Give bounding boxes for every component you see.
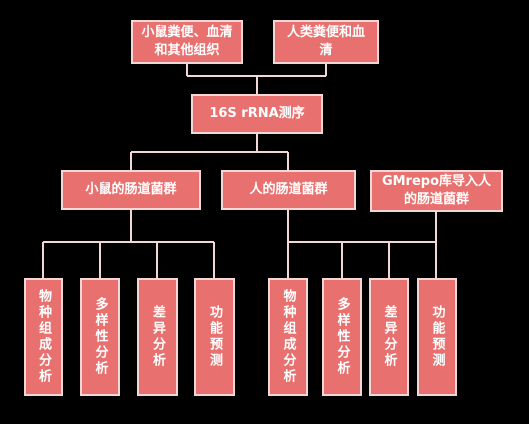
mouse-analysis-label: 差异分析 bbox=[150, 305, 165, 369]
mouse-analysis-function-node: 功能预测 bbox=[194, 278, 235, 396]
mouse-samples-label: 小鼠粪便、血清和其他组织 bbox=[141, 25, 233, 58]
human-analysis-function-node: 功能预测 bbox=[417, 278, 457, 396]
human-analysis-label: 功能预测 bbox=[429, 305, 445, 369]
mouse-analysis-label: 物种组成分析 bbox=[36, 289, 51, 385]
human-microbiota-node: 人的肠道菌群 bbox=[221, 170, 356, 210]
human-analysis-difference-node: 差异分析 bbox=[369, 278, 409, 396]
gmrepo-microbiota-label: GMrepo库导入人的肠道菌群 bbox=[381, 174, 492, 207]
mouse-analysis-difference-node: 差异分析 bbox=[137, 278, 178, 396]
mouse-analysis-label: 多样性分析 bbox=[92, 297, 108, 377]
mouse-samples-node: 小鼠粪便、血清和其他组织 bbox=[131, 20, 243, 64]
mouse-analysis-diversity-node: 多样性分析 bbox=[80, 278, 120, 396]
human-analysis-label: 多样性分析 bbox=[334, 297, 350, 377]
sequencing-node: 16S rRNA测序 bbox=[191, 94, 323, 134]
mouse-analysis-label: 功能预测 bbox=[207, 305, 222, 369]
mouse-microbiota-node: 小鼠的肠道菌群 bbox=[61, 170, 201, 210]
gmrepo-microbiota-node: GMrepo库导入人的肠道菌群 bbox=[370, 170, 503, 212]
human-microbiota-label: 人的肠道菌群 bbox=[249, 182, 328, 198]
mouse-analysis-species-node: 物种组成分析 bbox=[24, 278, 63, 396]
human-analysis-label: 差异分析 bbox=[381, 305, 397, 369]
human-analysis-label: 物种组成分析 bbox=[280, 289, 296, 385]
human-analysis-species-node: 物种组成分析 bbox=[268, 278, 308, 396]
mouse-microbiota-label: 小鼠的肠道菌群 bbox=[85, 182, 177, 198]
human-samples-node: 人类粪便和血清 bbox=[273, 20, 379, 64]
human-analysis-diversity-node: 多样性分析 bbox=[322, 278, 362, 396]
sequencing-label: 16S rRNA测序 bbox=[209, 106, 305, 122]
human-samples-label: 人类粪便和血清 bbox=[286, 25, 365, 58]
